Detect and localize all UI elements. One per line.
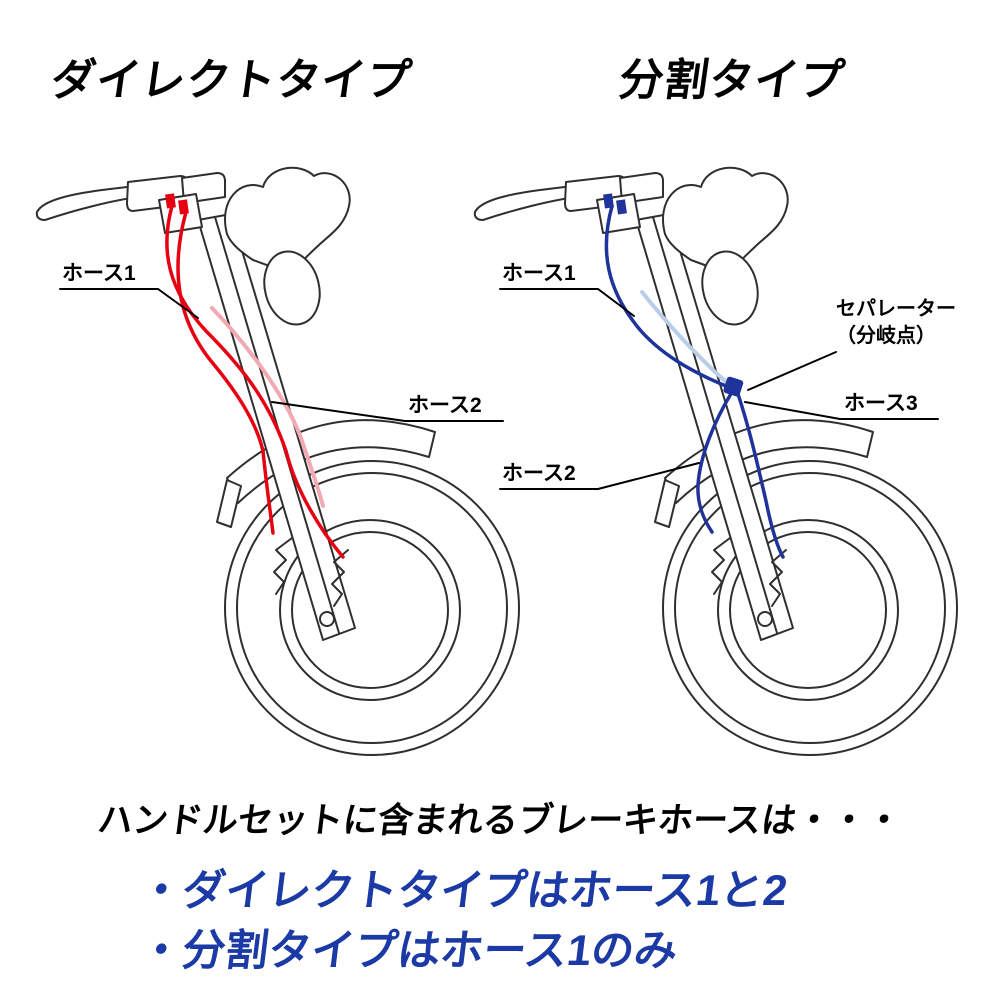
- left-hose1-label: ホース1: [62, 262, 136, 285]
- direct-type-hoses: [165, 193, 345, 559]
- hose-fitting: [178, 199, 189, 215]
- separator-label-line2: （分岐点）: [836, 325, 936, 347]
- split-type-hoses: [603, 193, 785, 559]
- hose2-path: [696, 390, 734, 534]
- separator-label: セパレーター （分岐点）: [836, 296, 956, 350]
- hose1-path: [604, 204, 735, 391]
- hose-fitting: [603, 193, 614, 209]
- separator-label-line1: セパレーター: [836, 298, 956, 320]
- hose2-path: [176, 210, 275, 535]
- split-type-drawing: [473, 166, 958, 756]
- hose-fitting: [165, 193, 176, 209]
- right-hose3-label: ホース3: [844, 392, 918, 415]
- right-hose1-label: ホース1: [502, 262, 576, 285]
- hose3-path: [736, 392, 785, 559]
- footer-bullet-split: ・分割タイプはホース1のみ: [136, 927, 681, 975]
- hose1-path: [165, 204, 345, 559]
- footer-heading: ハンドルセットに含まれるブレーキホースは・・・: [95, 801, 904, 840]
- direct-type-drawing: [35, 166, 521, 756]
- footer-bullet-direct: ・ダイレクトタイプはホース1と2: [136, 867, 791, 915]
- hose-behind-fork: [210, 306, 325, 508]
- leader-lines: [59, 288, 939, 490]
- diagram-canvas: [35, 166, 958, 756]
- hose-behind-fork: [640, 290, 729, 385]
- left-hose2-label: ホース2: [408, 394, 482, 417]
- hose-fitting: [616, 199, 627, 215]
- separator-marker: [723, 376, 744, 397]
- right-hose2-label: ホース2: [502, 462, 576, 485]
